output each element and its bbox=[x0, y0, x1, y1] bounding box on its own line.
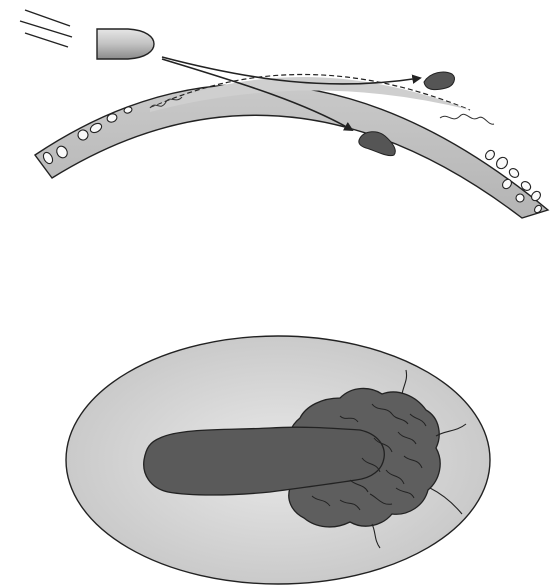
top-panel bbox=[20, 10, 548, 218]
bullet-icon bbox=[97, 29, 154, 59]
bottom-panel bbox=[66, 336, 490, 584]
motion-lines bbox=[20, 10, 72, 47]
bone-arc bbox=[35, 74, 548, 218]
